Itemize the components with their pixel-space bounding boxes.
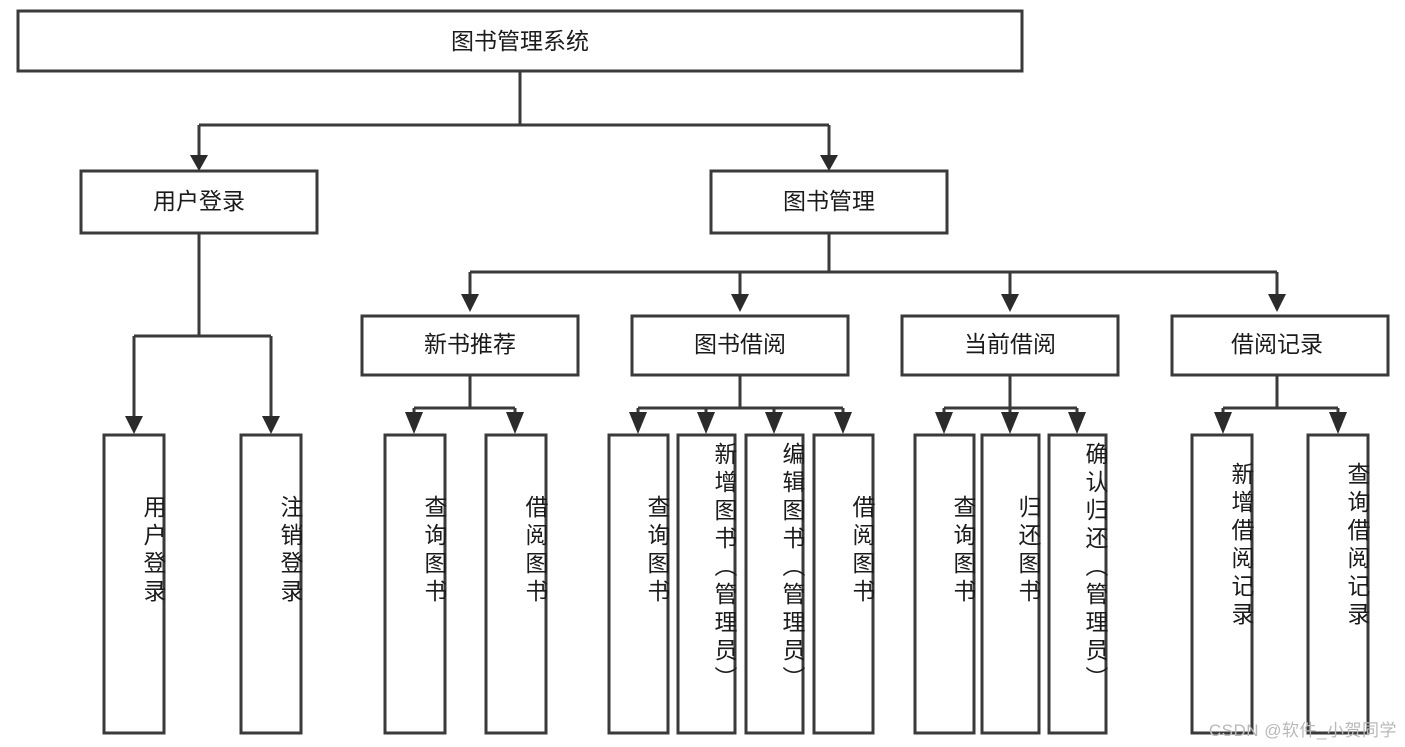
arrow-to-borrow-record — [1268, 294, 1286, 312]
arrow-to-leaf-br-query — [1329, 412, 1347, 434]
node-root[interactable]: 图书管理系统 — [16, 9, 1024, 73]
leaf-nb-borrow-book[interactable] — [484, 433, 548, 735]
node-user-login-box[interactable] — [79, 169, 319, 235]
node-book-borrow-label: 图书借阅 — [694, 331, 786, 357]
leaf-logout[interactable] — [239, 433, 303, 735]
node-new-book-recommend-box[interactable] — [360, 314, 580, 377]
arrow-to-leaf-bb-borrow — [834, 412, 852, 434]
leaf-nb-query-book-box[interactable] — [383, 433, 447, 735]
leaf-nb-query-book[interactable] — [383, 433, 447, 735]
connector-currentborrow-bus — [942, 375, 1079, 418]
leaf-bb-query-book[interactable] — [607, 433, 670, 735]
leaf-bb-add-book[interactable] — [676, 433, 737, 735]
leaf-bb-borrow-book-box[interactable] — [812, 433, 875, 735]
leaf-bb-add-book-box[interactable] — [676, 433, 737, 735]
node-user-login[interactable]: 用户登录 — [79, 169, 319, 235]
connector-bookmanage-bus — [468, 233, 1279, 296]
node-current-borrow-box[interactable] — [900, 314, 1120, 377]
node-root-label: 图书管理系统 — [451, 28, 589, 54]
connector-borrowrecord-bus — [1221, 375, 1340, 418]
arrow-to-user-login — [190, 155, 208, 171]
arrow-to-leaf-newbook-borrow — [506, 412, 524, 434]
leaf-bb-edit-book-box[interactable] — [744, 433, 805, 735]
arrow-to-new-book-recommend — [461, 294, 479, 312]
node-book-manage-label: 图书管理 — [783, 188, 875, 214]
leaf-nb-borrow-book-box[interactable] — [484, 433, 548, 735]
leaf-br-query-record[interactable] — [1306, 433, 1370, 735]
connector-bookborrow-bus — [636, 375, 845, 418]
leaf-cb-query-book[interactable] — [913, 433, 976, 735]
leaf-br-query-record-box[interactable] — [1306, 433, 1370, 735]
arrow-to-leaf-user-login — [125, 416, 143, 434]
leaf-cb-query-book-box[interactable] — [913, 433, 976, 735]
leaf-cb-confirm-return[interactable] — [1047, 433, 1108, 735]
arrow-to-book-borrow — [731, 294, 749, 312]
leaf-br-add-record[interactable] — [1190, 433, 1254, 735]
leaf-user-login[interactable] — [102, 433, 166, 735]
node-book-manage-box[interactable] — [709, 169, 949, 235]
node-borrow-record-label: 借阅记录 — [1231, 331, 1323, 357]
connector-newbook-bus — [412, 375, 517, 418]
leaf-bb-query-book-box[interactable] — [607, 433, 670, 735]
leaf-cb-confirm-return-box[interactable] — [1047, 433, 1108, 735]
leaf-cb-return-book[interactable] — [980, 433, 1041, 735]
arrow-to-leaf-cb-query — [935, 412, 953, 434]
node-current-borrow[interactable]: 当前借阅 — [900, 314, 1120, 377]
node-new-book-recommend-label: 新书推荐 — [424, 331, 516, 357]
arrow-to-leaf-br-add — [1214, 412, 1232, 434]
node-book-manage[interactable]: 图书管理 — [709, 169, 949, 235]
arrow-to-leaf-newbook-query — [405, 412, 423, 434]
connector-layer — [125, 71, 1347, 434]
leaf-cb-return-book-box[interactable] — [980, 433, 1041, 735]
connector-userlogin-bus — [132, 233, 273, 418]
connector-root-to-level1 — [197, 71, 831, 156]
arrow-to-current-borrow — [1001, 294, 1019, 312]
node-new-book-recommend[interactable]: 新书推荐 — [360, 314, 580, 377]
arrow-to-leaf-bb-add — [697, 412, 715, 434]
leaf-bb-borrow-book[interactable] — [812, 433, 875, 735]
node-current-borrow-label: 当前借阅 — [964, 331, 1056, 357]
leaf-bb-edit-book[interactable] — [744, 433, 805, 735]
node-book-borrow-box[interactable] — [630, 314, 850, 377]
node-user-login-label: 用户登录 — [153, 188, 245, 214]
arrow-to-leaf-bb-query — [629, 412, 647, 434]
node-root-box[interactable] — [16, 9, 1024, 73]
arrow-to-leaf-cb-confirm — [1068, 412, 1086, 434]
leaf-user-login-box[interactable] — [102, 433, 166, 735]
arrow-to-book-manage — [820, 155, 838, 171]
arrow-to-leaf-bb-edit — [765, 412, 783, 434]
arrow-to-leaf-logout — [262, 416, 280, 434]
arrow-to-leaf-cb-return — [1001, 412, 1019, 434]
leaf-br-add-record-box[interactable] — [1190, 433, 1254, 735]
node-borrow-record-box[interactable] — [1170, 314, 1390, 377]
node-borrow-record[interactable]: 借阅记录 — [1170, 314, 1390, 377]
node-book-borrow[interactable]: 图书借阅 — [630, 314, 850, 377]
leaf-logout-box[interactable] — [239, 433, 303, 735]
